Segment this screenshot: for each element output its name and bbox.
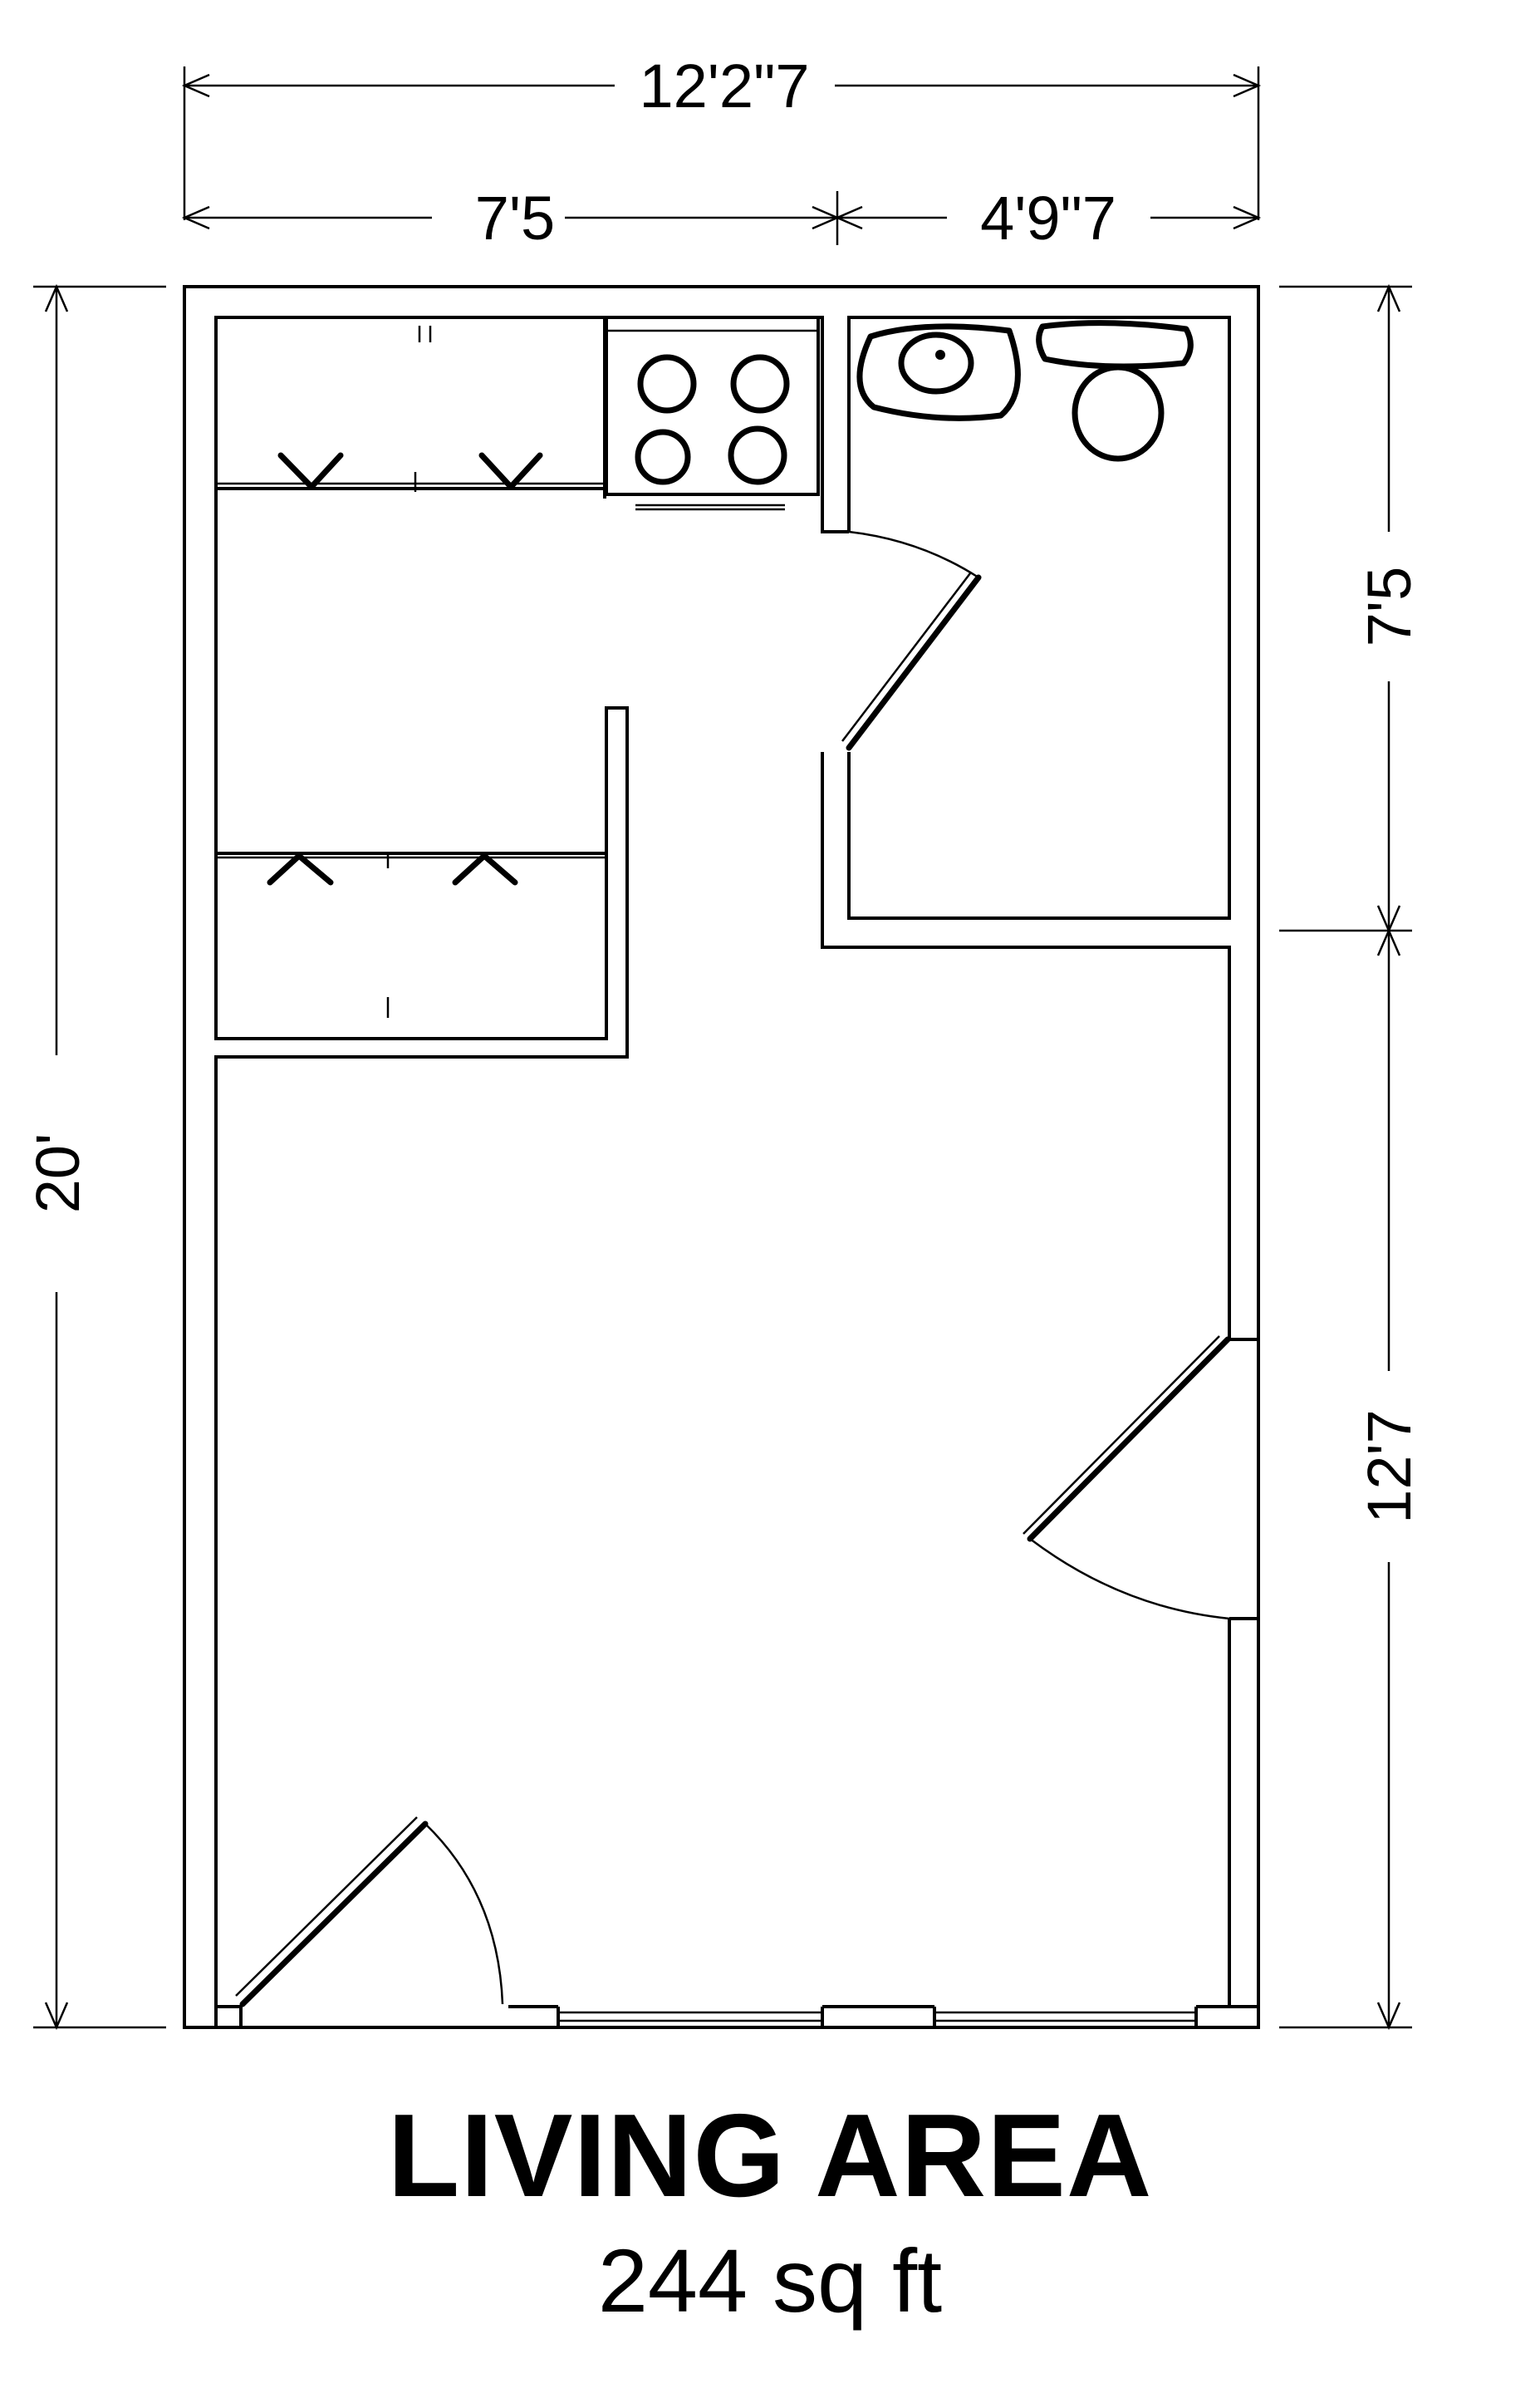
dimension-bath-width: 4'9"7	[834, 184, 1262, 253]
window-icon	[558, 2011, 822, 2022]
door-icon	[235, 1816, 504, 2007]
closet-lower	[216, 852, 606, 1018]
sink-icon	[856, 323, 1021, 421]
stove-icon	[605, 316, 820, 511]
dimension-label-kitchen-width: 7'5	[475, 184, 555, 253]
dimension-label-bath-width: 4'9"7	[980, 184, 1116, 253]
closet-upper	[216, 317, 606, 499]
closet-door-icon	[277, 452, 543, 490]
dimension-label-living-depth: 12'7	[1355, 1409, 1424, 1524]
dimension-bath-depth: 7'5	[1279, 283, 1424, 934]
dimension-label-total-depth: 20'	[23, 1133, 92, 1213]
dimension-living-depth: 12'7	[1279, 927, 1424, 2031]
exterior-walls	[183, 285, 1260, 2029]
dimension-total-depth: 20'	[23, 283, 166, 2031]
dimension-label-total-width: 12'2"7	[639, 52, 809, 120]
door-icon	[1023, 1335, 1231, 1620]
closet-door-icon	[267, 853, 518, 886]
dimension-kitchen-width: 7'5	[181, 184, 841, 253]
plan-area: 244 sq ft	[597, 2230, 943, 2331]
door-icon	[841, 530, 982, 751]
toilet-icon	[1036, 320, 1194, 462]
dimension-total-width: 12'2"7	[181, 52, 1262, 220]
plan-title: LIVING AREA	[387, 2090, 1153, 2222]
dimension-label-bath-depth: 7'5	[1355, 567, 1424, 646]
window-icon	[821, 2005, 1196, 2027]
